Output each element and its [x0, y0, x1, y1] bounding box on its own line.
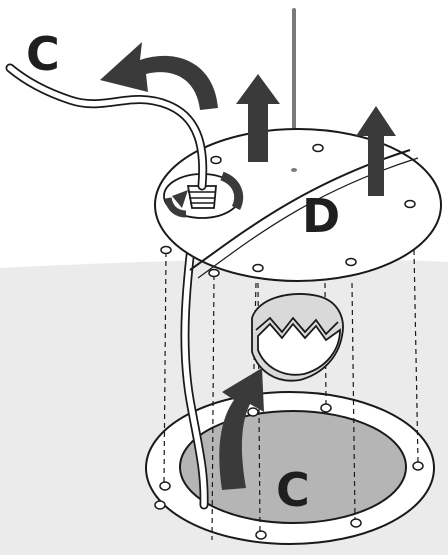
label-cable-bottom: C: [276, 463, 310, 517]
cable-gland: [186, 185, 217, 209]
lift-arrow-icon: [219, 368, 264, 490]
cable-top-inner: [7, 65, 206, 189]
lid-hole: [160, 245, 172, 255]
lid-hole: [404, 199, 416, 209]
rotate-arrow-icon: [172, 190, 188, 208]
lid-hole: [312, 143, 324, 153]
flange-hole: [320, 403, 332, 413]
lid-hole: [291, 168, 297, 172]
broken-bulb: [251, 293, 344, 382]
flange-hole: [159, 481, 171, 491]
up-arrow-icon: [236, 74, 280, 162]
label-lid: D: [302, 189, 340, 243]
flange-hole: [247, 407, 259, 417]
bulb-crack: [255, 316, 339, 336]
flange-hole: [154, 500, 166, 510]
rotate-arrow-icon: [220, 171, 244, 211]
up-arrow-icon: [356, 106, 396, 196]
flange-hole: [412, 461, 424, 471]
lid-hole: [345, 257, 357, 267]
label-cable-top: C: [26, 27, 60, 81]
flange-hole: [255, 530, 267, 540]
flange-hole: [350, 518, 362, 528]
curved-arrow-icon: [100, 42, 218, 110]
lid-hole: [252, 263, 264, 273]
lid-hole: [208, 268, 220, 278]
lid-hole: [210, 155, 222, 165]
